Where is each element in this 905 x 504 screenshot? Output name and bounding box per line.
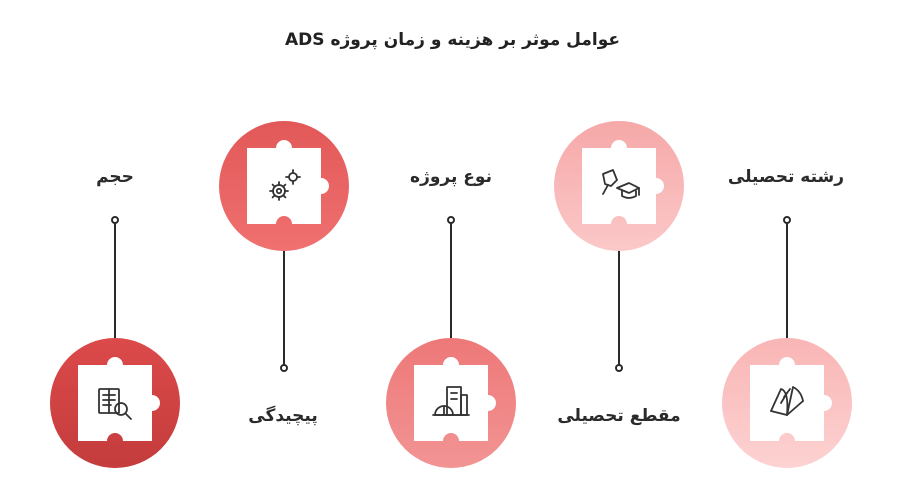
graduation-cap-icon [602,169,640,199]
building-construction-icon [432,386,470,416]
connector-field-of-study [783,216,791,340]
puzzle-piece [582,140,664,224]
factor-node-complexity [219,121,349,251]
page-title: عوامل موثر بر هزینه و زمان پروژه ADS [285,30,620,50]
gears-icon [269,169,301,201]
factor-node-project-type [386,338,516,468]
open-book-icon [770,386,804,416]
factor-label-project-type: نوع پروژه [410,167,492,187]
factor-label-complexity: پیچیدگی [248,406,318,426]
connector-project-type [447,216,455,340]
factor-label-volume: حجم [96,167,134,187]
factor-node-volume [50,338,180,468]
puzzle-piece [247,140,329,224]
factor-label-education-level: مقطع تحصیلی [557,406,681,426]
document-search-icon [98,388,132,420]
factor-node-field-of-study [722,338,852,468]
factor-node-education-level [554,121,684,251]
connector-education-level [615,250,623,372]
connector-complexity [280,250,288,372]
connector-volume [111,216,119,340]
factor-label-field-of-study: رشته تحصیلی [727,167,845,187]
